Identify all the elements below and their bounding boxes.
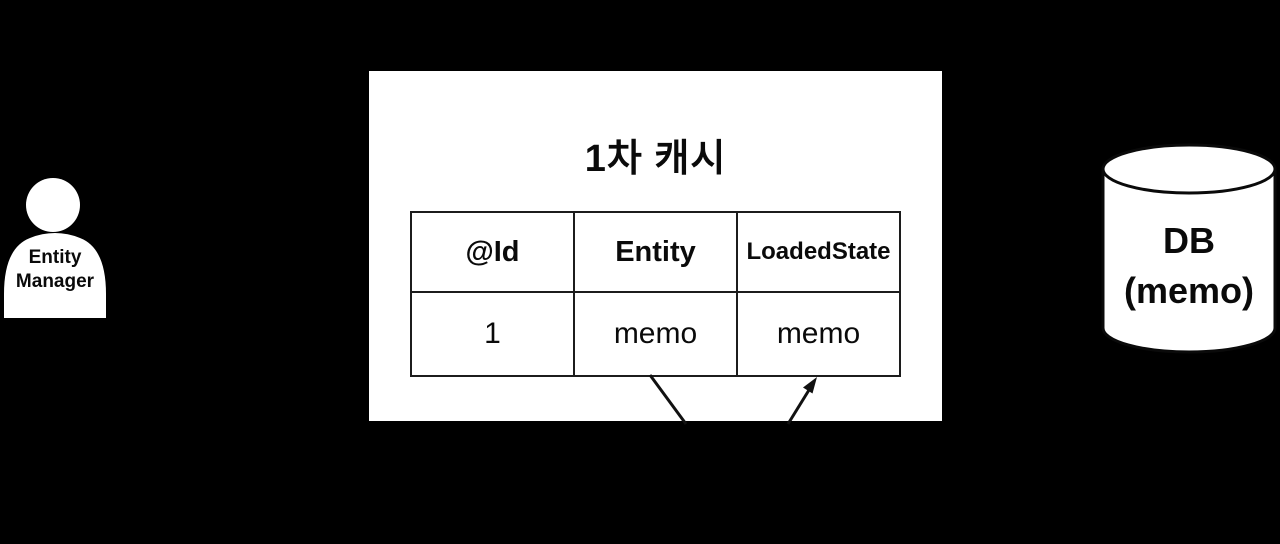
database-label-line2: (memo) (1123, 270, 1254, 311)
database-node: DB (memo) (1095, 133, 1280, 363)
table-row: 1 memo memo (410, 291, 901, 377)
cell-id-value: 1 (410, 291, 575, 377)
cache-table: @Id Entity LoadedState 1 memo memo (410, 211, 901, 377)
actor-label: Entity Manager (0, 246, 110, 294)
actor-label-line2: Manager (15, 271, 95, 292)
panel-title: 1차 캐시 (584, 138, 727, 180)
table-header-row: @Id Entity LoadedState (410, 211, 901, 293)
database-label: DB (memo) (1095, 216, 1280, 316)
database-label-line1: DB (1163, 220, 1215, 261)
column-header-entity: Entity (573, 211, 738, 293)
entity-manager-actor: Entity Manager (0, 170, 130, 330)
column-header-loadedstate: LoadedState (736, 211, 901, 293)
actor-label-line1: Entity (28, 247, 82, 268)
cell-entity-value: memo (573, 291, 738, 377)
database-cylinder-icon (1101, 143, 1277, 354)
cell-loadedstate-value: memo (736, 291, 901, 377)
column-header-id: @Id (410, 211, 575, 293)
person-icon (4, 178, 106, 318)
first-level-cache-panel: 1차 캐시 @Id Entity LoadedState 1 memo memo (369, 71, 942, 421)
